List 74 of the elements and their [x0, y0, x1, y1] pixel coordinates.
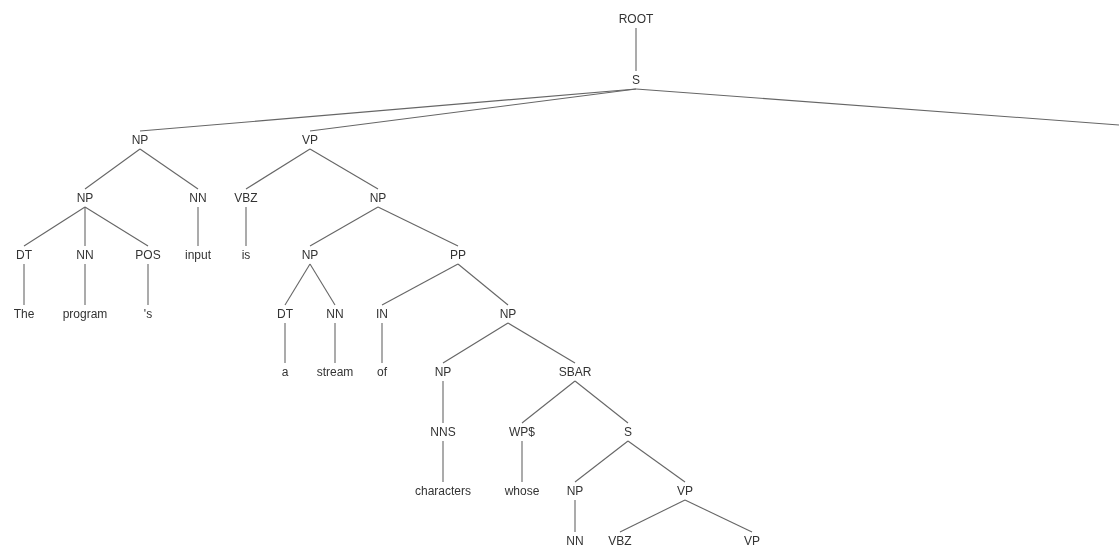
tree-node-label: VBZ	[607, 534, 633, 548]
tree-node-label: POS	[134, 248, 162, 262]
tree-node-label: 's	[142, 307, 154, 321]
tree-branch-line	[442, 322, 509, 364]
tree-branch-line	[84, 148, 141, 190]
tree-node-label: VP	[743, 534, 761, 548]
tree-node-label: NP	[433, 365, 453, 379]
tree-node-label: stream	[315, 365, 355, 379]
tree-node-label: S	[631, 73, 641, 87]
tree-node-label: NP	[75, 191, 95, 205]
tree-node-label: SBAR	[557, 365, 593, 379]
tree-node-label: NP	[300, 248, 320, 262]
tree-branch-line	[245, 206, 247, 247]
tree-node-label: DT	[15, 248, 33, 262]
tree-node-label: The	[12, 307, 36, 321]
tree-node-label: whose	[503, 484, 541, 498]
tree-branch-line	[84, 263, 86, 306]
tree-node-label: characters	[414, 484, 472, 498]
tree-node-label: DT	[276, 307, 294, 321]
tree-node-label: S	[623, 425, 633, 439]
tree-branch-line	[521, 380, 576, 424]
tree-node-label: is	[240, 248, 252, 262]
tree-branch-line	[684, 499, 753, 533]
tree-node-label: NNS	[429, 425, 457, 439]
tree-branch-line	[381, 263, 459, 306]
tree-branch-line	[574, 499, 576, 533]
tree-node-label: NN	[565, 534, 585, 548]
tree-branch-line	[284, 322, 286, 364]
tree-branch-line	[309, 206, 379, 247]
tree-branch-line	[635, 88, 1119, 126]
tree-branch-line	[442, 440, 444, 483]
tree-branch-line	[457, 263, 509, 306]
tree-branch-line	[377, 206, 459, 247]
tree-branch-line	[23, 263, 25, 306]
tree-node-label: NP	[565, 484, 585, 498]
tree-branch-line	[442, 380, 444, 424]
tree-branch-line	[574, 440, 629, 483]
tree-node-label: PP	[449, 248, 467, 262]
tree-branch-line	[245, 148, 311, 190]
tree-node-label: a	[280, 365, 290, 379]
tree-branch-line	[23, 206, 86, 247]
tree-node-label: NP	[498, 307, 518, 321]
tree-branch-line	[627, 440, 686, 483]
tree-branch-line	[574, 380, 629, 424]
tree-branch-line	[147, 263, 149, 306]
tree-node-label: of	[376, 365, 388, 379]
tree-node-label: NN	[325, 307, 345, 321]
tree-node-label: NP	[130, 133, 150, 147]
tree-node-label: NN	[75, 248, 95, 262]
tree-branch-line	[507, 322, 576, 364]
tree-branch-line	[381, 322, 383, 364]
tree-node-label: program	[61, 307, 109, 321]
tree-branch-line	[334, 322, 336, 364]
tree-branch-line	[139, 148, 199, 190]
tree-node-label: VP	[301, 133, 319, 147]
tree-node-label: VP	[676, 484, 694, 498]
tree-node-label: NN	[188, 191, 208, 205]
tree-node-label: NP	[368, 191, 388, 205]
tree-branch-line	[635, 27, 637, 72]
tree-branch-line	[309, 88, 637, 132]
tree-branch-line	[84, 206, 86, 247]
tree-node-label: ROOT	[617, 12, 655, 26]
tree-branch-line	[309, 148, 379, 190]
tree-branch-line	[619, 499, 686, 533]
tree-branch-line	[284, 263, 311, 306]
tree-node-label: IN	[375, 307, 389, 321]
tree-branch-line	[521, 440, 523, 483]
tree-node-label: VBZ	[233, 191, 259, 205]
tree-branch-line	[84, 206, 149, 247]
tree-node-label: input	[184, 248, 212, 262]
tree-branch-line	[309, 263, 336, 306]
tree-branch-line	[197, 206, 199, 247]
tree-branch-line	[139, 88, 637, 132]
tree-node-label: WP$	[508, 425, 536, 439]
